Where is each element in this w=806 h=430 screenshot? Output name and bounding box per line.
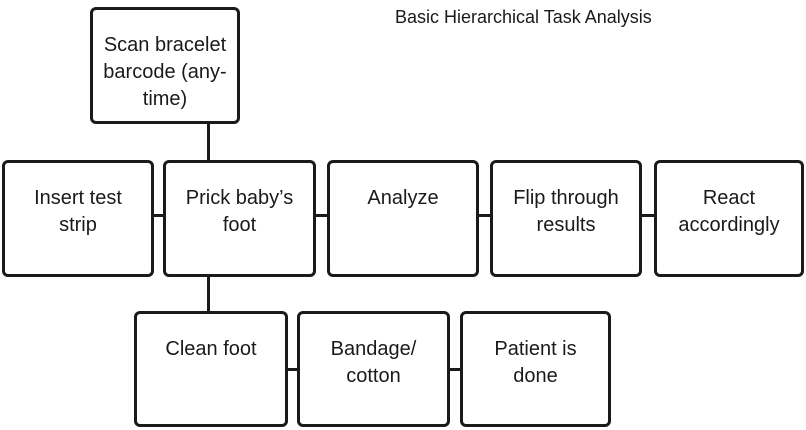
connector-prick-to-clean [207, 275, 210, 312]
connector-analyze-to-flip [477, 214, 491, 217]
task-bandage-cotton: Bandage/ cotton [297, 311, 450, 427]
task-scan-bracelet: Scan bracelet barcode (any- time) [90, 7, 240, 124]
task-clean-foot: Clean foot [134, 311, 288, 427]
connector-clean-to-bandage [286, 368, 298, 371]
task-analyze: Analyze [327, 160, 479, 277]
task-patient-done: Patient is done [460, 311, 611, 427]
task-flip-results: Flip through results [490, 160, 642, 277]
diagram-title: Basic Hierarchical Task Analysis [395, 7, 652, 27]
connector-bandage-to-done [448, 368, 461, 371]
task-insert-test-strip: Insert test strip [2, 160, 154, 277]
connector-scan-to-prick [207, 122, 210, 162]
connector-prick-to-analyze [314, 214, 328, 217]
connector-insert-to-prick [152, 214, 164, 217]
connector-flip-to-react [640, 214, 655, 217]
task-prick-foot: Prick baby’s foot [163, 160, 316, 277]
task-react-accordingly: React accordingly [654, 160, 804, 277]
